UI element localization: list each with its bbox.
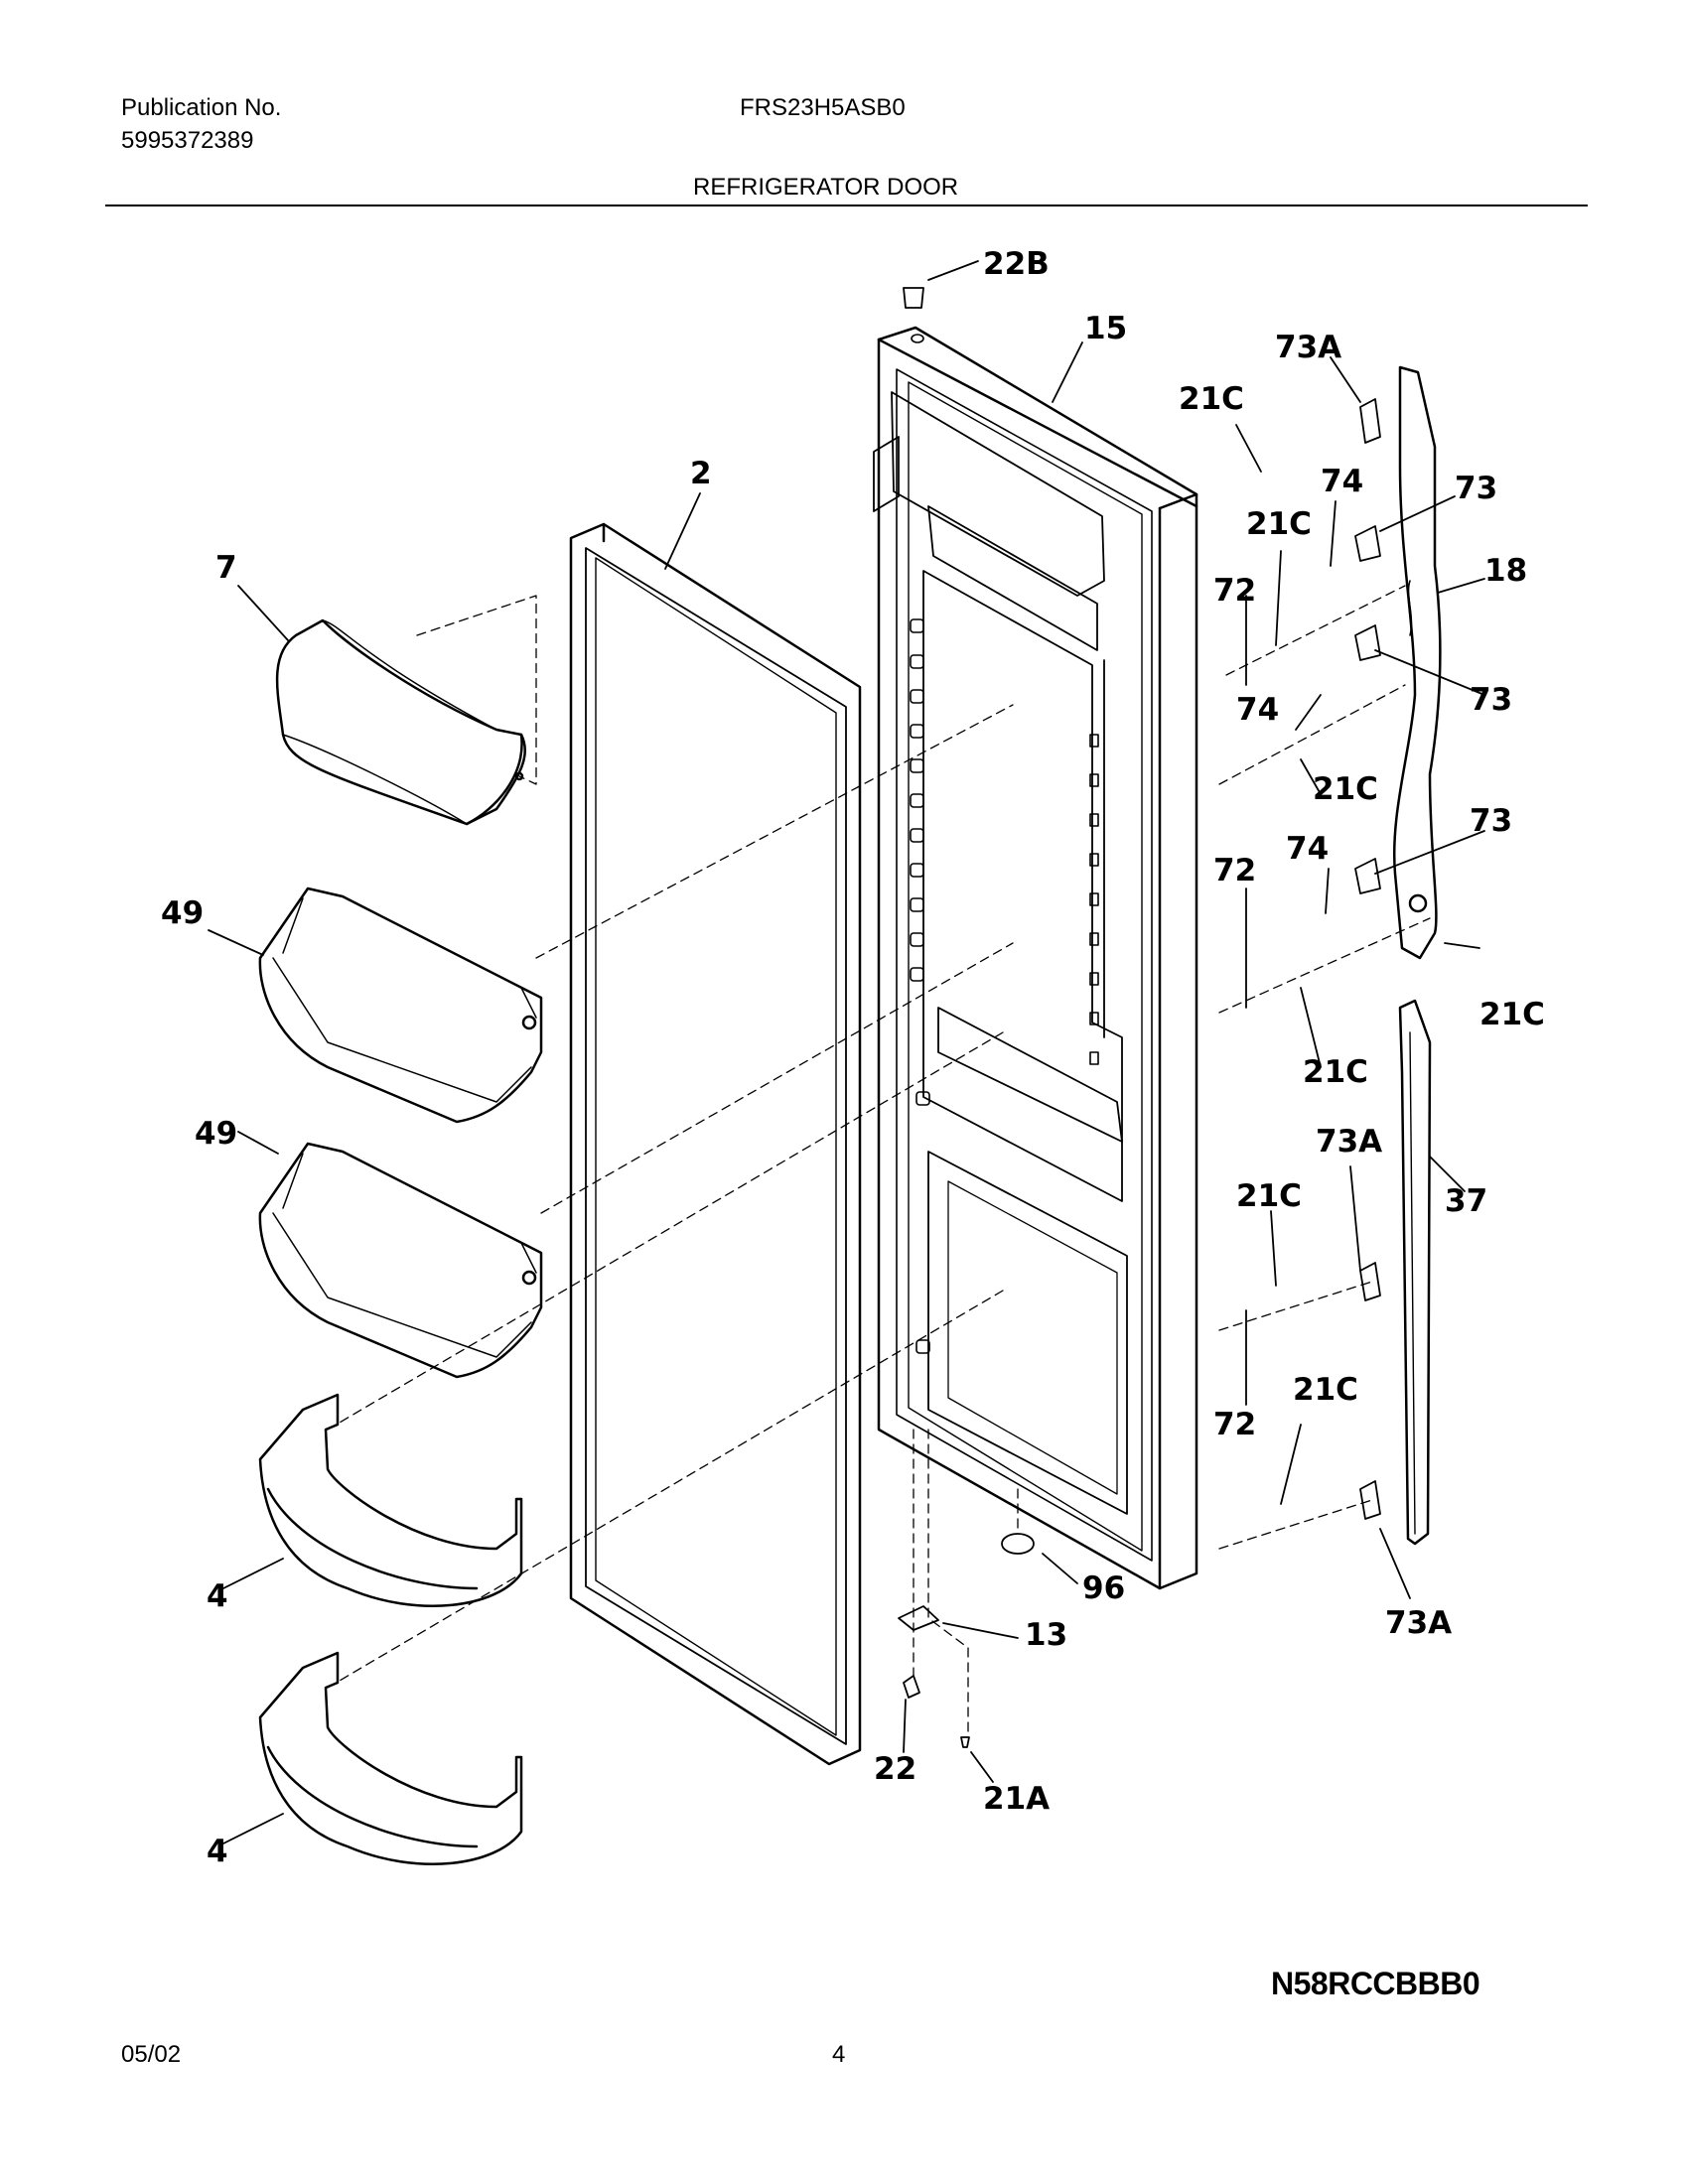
callout-label: 37 <box>1445 1183 1487 1219</box>
callout-label: 22 <box>874 1751 916 1787</box>
callout-label: 73A <box>1275 330 1341 365</box>
header-rule <box>105 205 1588 206</box>
callout-label: 74 <box>1236 692 1279 728</box>
callout-label: 21C <box>1179 381 1244 417</box>
callout-label: 21A <box>983 1781 1050 1817</box>
door-shelf-upper <box>258 1393 523 1608</box>
door-outer-panel <box>877 326 1198 1590</box>
diagram-code: N58RCCBBB0 <box>1271 1966 1480 2001</box>
publication-number: 5995372389 <box>121 127 254 154</box>
callout-label: 22B <box>983 246 1050 282</box>
callout-label: 73A <box>1385 1605 1452 1641</box>
callout-label: 72 <box>1213 1407 1256 1442</box>
handle-trim <box>1398 999 1432 1546</box>
callout-label: 73A <box>1316 1124 1382 1160</box>
callout-label: 2 <box>690 456 712 491</box>
callout-label: 21C <box>1236 1178 1302 1214</box>
callout-labels: 22B 15 73A 21C 2 7 74 73 21C 18 72 74 73… <box>161 246 1545 1869</box>
callout-label: 21C <box>1246 506 1312 542</box>
callout-label: 72 <box>1213 573 1256 609</box>
callout-label: 49 <box>161 895 204 931</box>
door-bin-lower <box>258 1142 543 1379</box>
callout-label: 74 <box>1321 464 1363 499</box>
page-number: 4 <box>832 2041 846 2068</box>
callout-label: 7 <box>215 550 237 586</box>
callout-label: 13 <box>1025 1617 1067 1653</box>
dairy-door-part <box>275 618 526 826</box>
callout-label: 73 <box>1455 471 1497 506</box>
publication-label: Publication No. <box>121 94 282 121</box>
callout-label: 21C <box>1313 771 1378 807</box>
callout-label: 21C <box>1479 997 1545 1032</box>
alignment-lines <box>327 585 1431 1738</box>
section-title: REFRIGERATOR DOOR <box>693 174 959 201</box>
callout-label: 21C <box>1303 1054 1368 1090</box>
callout-label: 73 <box>1470 803 1512 839</box>
door-handle <box>1393 365 1442 960</box>
callout-label: 4 <box>207 1578 228 1614</box>
callout-label: 49 <box>195 1116 237 1152</box>
callout-leaders <box>208 260 1485 1844</box>
callout-label: 18 <box>1484 553 1527 589</box>
callout-label: 74 <box>1286 831 1329 867</box>
callout-label: 96 <box>1082 1570 1125 1606</box>
callout-label: 21C <box>1293 1372 1358 1408</box>
door-inner-liner <box>873 391 1128 1515</box>
callout-label: 15 <box>1084 311 1127 346</box>
hardware-parts <box>898 287 1381 1748</box>
door-bin-upper <box>258 887 543 1124</box>
callout-label: 4 <box>207 1834 228 1869</box>
callout-label: 72 <box>1213 853 1256 888</box>
callout-label: 73 <box>1470 682 1512 718</box>
model-number: FRS23H5ASB0 <box>740 94 906 121</box>
publication-date: 05/02 <box>121 2041 182 2068</box>
door-shelf-lower <box>258 1651 523 1866</box>
door-gasket <box>569 522 862 1766</box>
liner-shelf-supports <box>910 618 1099 1354</box>
